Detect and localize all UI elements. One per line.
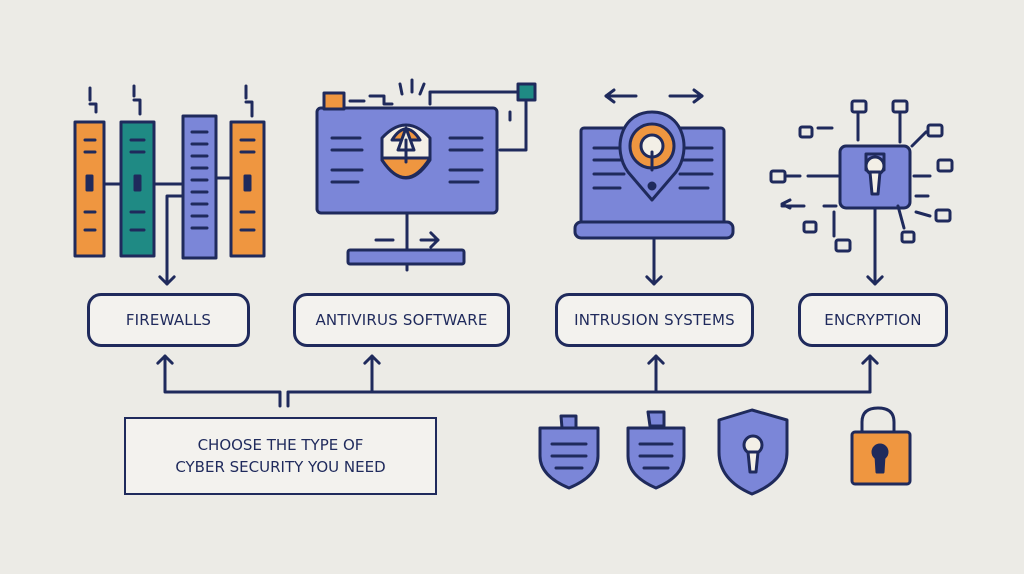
prompt-box: CHOOSE THE TYPE OF CYBER SECURITY YOU NE… [124, 417, 437, 495]
antivirus-software-label: ANTIVIRUS SOFTWARE [315, 311, 488, 329]
encryption-label: ENCRYPTION [824, 311, 922, 329]
monitor-shield-icon [315, 78, 537, 272]
network-padlock-icon [769, 99, 954, 286]
shield-icon [626, 410, 686, 490]
prompt-line-1: CHOOSE THE TYPE OF [197, 436, 364, 454]
server-racks-icon [73, 84, 266, 286]
keyhole-shield-icon [717, 408, 789, 496]
shield-icon [538, 414, 600, 490]
padlock-icon [850, 406, 912, 486]
antivirus-software-node[interactable]: ANTIVIRUS SOFTWARE [293, 293, 510, 347]
connector-arrows [156, 354, 879, 408]
intrusion-systems-node[interactable]: INTRUSION SYSTEMS [555, 293, 754, 347]
encryption-node[interactable]: ENCRYPTION [798, 293, 948, 347]
firewalls-label: FIREWALLS [125, 311, 212, 329]
intrusion-systems-label: INTRUSION SYSTEMS [574, 311, 735, 329]
prompt-line-2: CYBER SECURITY YOU NEED [175, 458, 386, 476]
firewalls-node[interactable]: FIREWALLS [87, 293, 250, 347]
laptop-location-pin-icon [573, 88, 735, 286]
